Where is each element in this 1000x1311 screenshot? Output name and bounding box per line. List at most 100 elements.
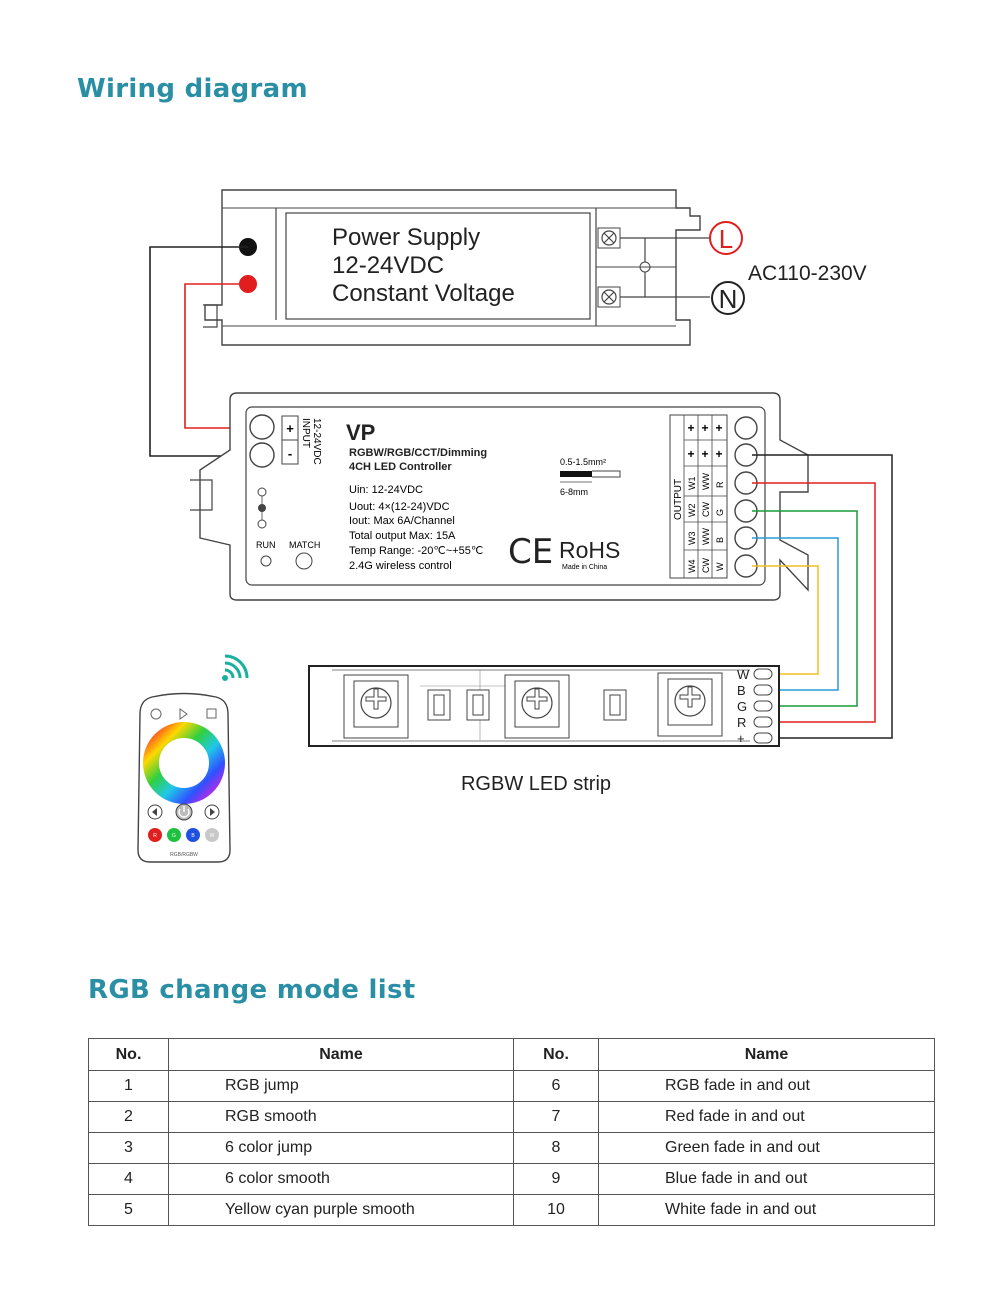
- spec-line: Total output Max: 15A: [349, 530, 456, 542]
- mode-number: 2: [88, 1101, 169, 1133]
- output-channel-label: R: [715, 481, 725, 488]
- match-button[interactable]: [295, 552, 313, 570]
- strip-pin-label: R: [737, 715, 746, 730]
- remote-green-button[interactable]: [167, 828, 181, 842]
- strip-pin-label: G: [737, 699, 747, 714]
- mode-number: 7: [513, 1101, 599, 1133]
- remote-button-label: W: [210, 833, 215, 839]
- mode-table: No. Name No. Name 1 RGB jump 6 RGB fade …: [88, 1038, 935, 1226]
- neutral-label: N: [719, 284, 738, 314]
- svg-text:+: +: [687, 447, 694, 461]
- speed-indicator-icon: [257, 487, 267, 529]
- input-plus: +: [286, 421, 294, 436]
- wire-gauge-label: 0.5-1.5mm²: [560, 457, 606, 467]
- table-row: 5 Yellow cyan purple smooth 10 White fad…: [88, 1194, 935, 1226]
- led-chip-icon: [674, 685, 706, 717]
- power-supply-line2: 12-24VDC: [332, 252, 444, 279]
- table-row: 2 RGB smooth 7 Red fade in and out: [88, 1101, 935, 1133]
- svg-text:+: +: [687, 421, 694, 435]
- mode-number: 3: [88, 1132, 169, 1164]
- col-header-name: Name: [168, 1038, 514, 1071]
- wiring-diagram-title: Wiring diagram: [77, 74, 308, 104]
- table-header-row: No. Name No. Name: [88, 1038, 935, 1071]
- output-channel-label: CW: [701, 558, 711, 573]
- color-wheel[interactable]: [143, 722, 225, 804]
- output-channel-label: W1: [687, 477, 697, 491]
- col-header-name: Name: [598, 1038, 935, 1071]
- wiring-diagram: Power Supply 12-24VDC Constant Voltage L…: [137, 189, 893, 863]
- output-channel-label: WW: [701, 528, 711, 545]
- green-wire: [752, 510, 858, 707]
- output-channel-label: WW: [701, 473, 711, 490]
- svg-text:+: +: [701, 447, 708, 461]
- wireless-signal-icon: [222, 654, 249, 681]
- remote-button-label: G: [172, 833, 176, 839]
- power-supply: Power Supply 12-24VDC Constant Voltage L…: [203, 189, 867, 346]
- mode-number: 8: [513, 1132, 599, 1164]
- power-supply-line3: Constant Voltage: [332, 280, 515, 307]
- power-supply-line1: Power Supply: [332, 224, 480, 251]
- yellow-wire: [752, 565, 819, 675]
- remote-button-label: B: [191, 833, 195, 839]
- input-minus: -: [288, 446, 292, 461]
- remote-caption: RGB/RGBW: [170, 852, 198, 858]
- output-channel-label: CW: [701, 502, 711, 517]
- mode-name: 6 color jump: [168, 1132, 514, 1164]
- svg-text:+: +: [701, 421, 708, 435]
- black-wire: [149, 246, 262, 457]
- red-wire: [752, 482, 876, 723]
- remote-speed-icon[interactable]: [179, 708, 188, 720]
- output-channel-label: G: [715, 509, 725, 516]
- mode-number: 6: [513, 1070, 599, 1102]
- col-header-no: No.: [88, 1038, 169, 1071]
- remote-mode-icon[interactable]: [150, 708, 162, 720]
- wire-strip-icon: 0.5-1.5mm² 6-8mm: [560, 457, 621, 497]
- input-voltage-label: 12-24VDC: [311, 418, 322, 465]
- controller: + - INPUT 12-24VDC VP RGBW/RGB/CCT/Dimmi…: [190, 392, 809, 601]
- led-strip: W B G R +: [308, 665, 780, 747]
- mode-name: Blue fade in and out: [598, 1163, 935, 1195]
- mode-name: Yellow cyan purple smooth: [168, 1194, 514, 1226]
- mode-number: 4: [88, 1163, 169, 1195]
- mode-number: 9: [513, 1163, 599, 1195]
- mode-list-title: RGB change mode list: [88, 975, 416, 1005]
- ac-voltage-label: AC110-230V: [748, 262, 867, 285]
- output-channel-label: W3: [687, 532, 697, 546]
- controller-subtitle1: RGBW/RGB/CCT/Dimming: [349, 447, 487, 459]
- remote-red-button[interactable]: [148, 828, 162, 842]
- col-header-no: No.: [513, 1038, 599, 1071]
- live-label: L: [719, 224, 733, 254]
- mode-name: Green fade in and out: [598, 1132, 935, 1164]
- strip-length-label: 6-8mm: [560, 487, 588, 497]
- run-label: RUN: [256, 540, 276, 550]
- output-channel-label: B: [715, 537, 725, 543]
- table-row: 4 6 color smooth 9 Blue fade in and out: [88, 1163, 935, 1195]
- table-row: 3 6 color jump 8 Green fade in and out: [88, 1132, 935, 1164]
- blue-wire: [752, 537, 839, 691]
- remote-control: R G B W RGB/RGBW: [137, 692, 231, 863]
- table-row: 1 RGB jump 6 RGB fade in and out: [88, 1070, 935, 1102]
- remote-blue-button[interactable]: [186, 828, 200, 842]
- red-wire: [184, 283, 262, 429]
- mode-number: 5: [88, 1194, 169, 1226]
- output-channel-label: W2: [687, 504, 697, 518]
- output-channel-label: W: [715, 562, 725, 571]
- strip-pin-label: W: [737, 667, 750, 682]
- led-chip-icon: [360, 687, 392, 719]
- mode-name: White fade in and out: [598, 1194, 935, 1226]
- controller-subtitle2: 4CH LED Controller: [349, 461, 452, 473]
- input-label: INPUT: [300, 418, 311, 448]
- remote-save-icon[interactable]: [206, 708, 217, 719]
- controller-model: VP: [346, 420, 375, 445]
- mode-name: RGB fade in and out: [598, 1070, 935, 1102]
- spec-line: Uout: 4×(12-24)VDC: [349, 501, 450, 513]
- match-label: MATCH: [289, 540, 320, 550]
- strip-pin-label: B: [737, 683, 746, 698]
- svg-text:+: +: [715, 421, 722, 435]
- ce-mark: CE: [508, 532, 553, 572]
- output-label: OUTPUT: [673, 479, 684, 520]
- mode-name: RGB smooth: [168, 1101, 514, 1133]
- output-channel-label: W4: [687, 560, 697, 574]
- remote-white-button[interactable]: [205, 828, 219, 842]
- made-in-label: Made in China: [562, 564, 607, 571]
